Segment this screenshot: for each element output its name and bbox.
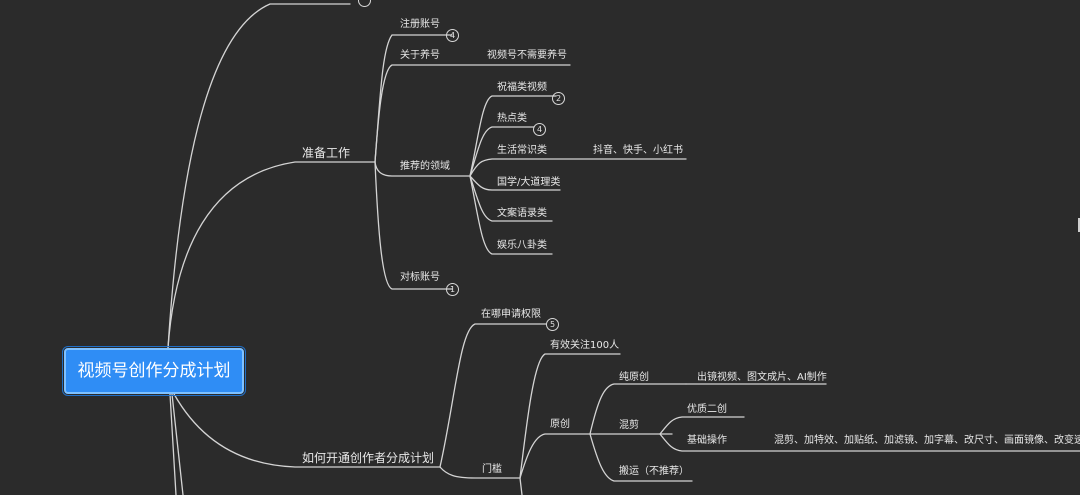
node-basic[interactable]: 基础操作 <box>687 435 727 446</box>
branch-open[interactable]: 如何开通创作者分成计划 <box>302 451 435 465</box>
node-guoxue[interactable]: 国学/大道理类 <box>497 177 561 188</box>
blessing-count-badge: 2 <box>552 92 565 105</box>
node-followers[interactable]: 有效关注100人 <box>550 340 620 351</box>
node-pure-note[interactable]: 出镜视频、图文成片、AI制作 <box>697 372 827 383</box>
root-node[interactable]: 视频号创作分成计划 <box>62 346 246 396</box>
node-domains[interactable]: 推荐的领域 <box>400 161 450 172</box>
right-edge-scroll-marker[interactable] <box>1078 218 1080 232</box>
node-basic-note[interactable]: 混剪、加特效、加贴纸、加滤镜、加字幕、改尺寸、画面镜像、改变速度、 <box>774 435 1080 446</box>
node-life-note[interactable]: 抖音、快手、小红书 <box>593 145 683 156</box>
node-nurture[interactable]: 关于养号 <box>400 50 440 61</box>
node-ent[interactable]: 娱乐八卦类 <box>497 240 547 251</box>
hot-count-badge: 4 <box>533 123 546 136</box>
node-life[interactable]: 生活常识类 <box>497 145 547 156</box>
node-blessing[interactable]: 祝福类视频 <box>497 82 547 93</box>
node-quality[interactable]: 优质二创 <box>687 404 727 415</box>
register-count-badge: 4 <box>446 29 459 42</box>
node-nurture-note[interactable]: 视频号不需要养号 <box>487 50 567 61</box>
node-pure[interactable]: 纯原创 <box>619 372 649 383</box>
node-mix[interactable]: 混剪 <box>619 420 639 431</box>
node-where[interactable]: 在哪申请权限 <box>481 309 541 320</box>
node-hot[interactable]: 热点类 <box>497 113 527 124</box>
node-benchmark[interactable]: 对标账号 <box>400 272 440 283</box>
where-count-badge: 5 <box>546 318 559 331</box>
node-copy[interactable]: 文案语录类 <box>497 208 547 219</box>
node-register[interactable]: 注册账号 <box>400 19 440 30</box>
node-move[interactable]: 搬运（不推荐） <box>619 466 689 477</box>
benchmark-count-badge: 1 <box>446 283 459 296</box>
node-original[interactable]: 原创 <box>550 419 570 430</box>
branch-prep[interactable]: 准备工作 <box>302 146 351 160</box>
node-threshold[interactable]: 门槛 <box>482 464 502 475</box>
